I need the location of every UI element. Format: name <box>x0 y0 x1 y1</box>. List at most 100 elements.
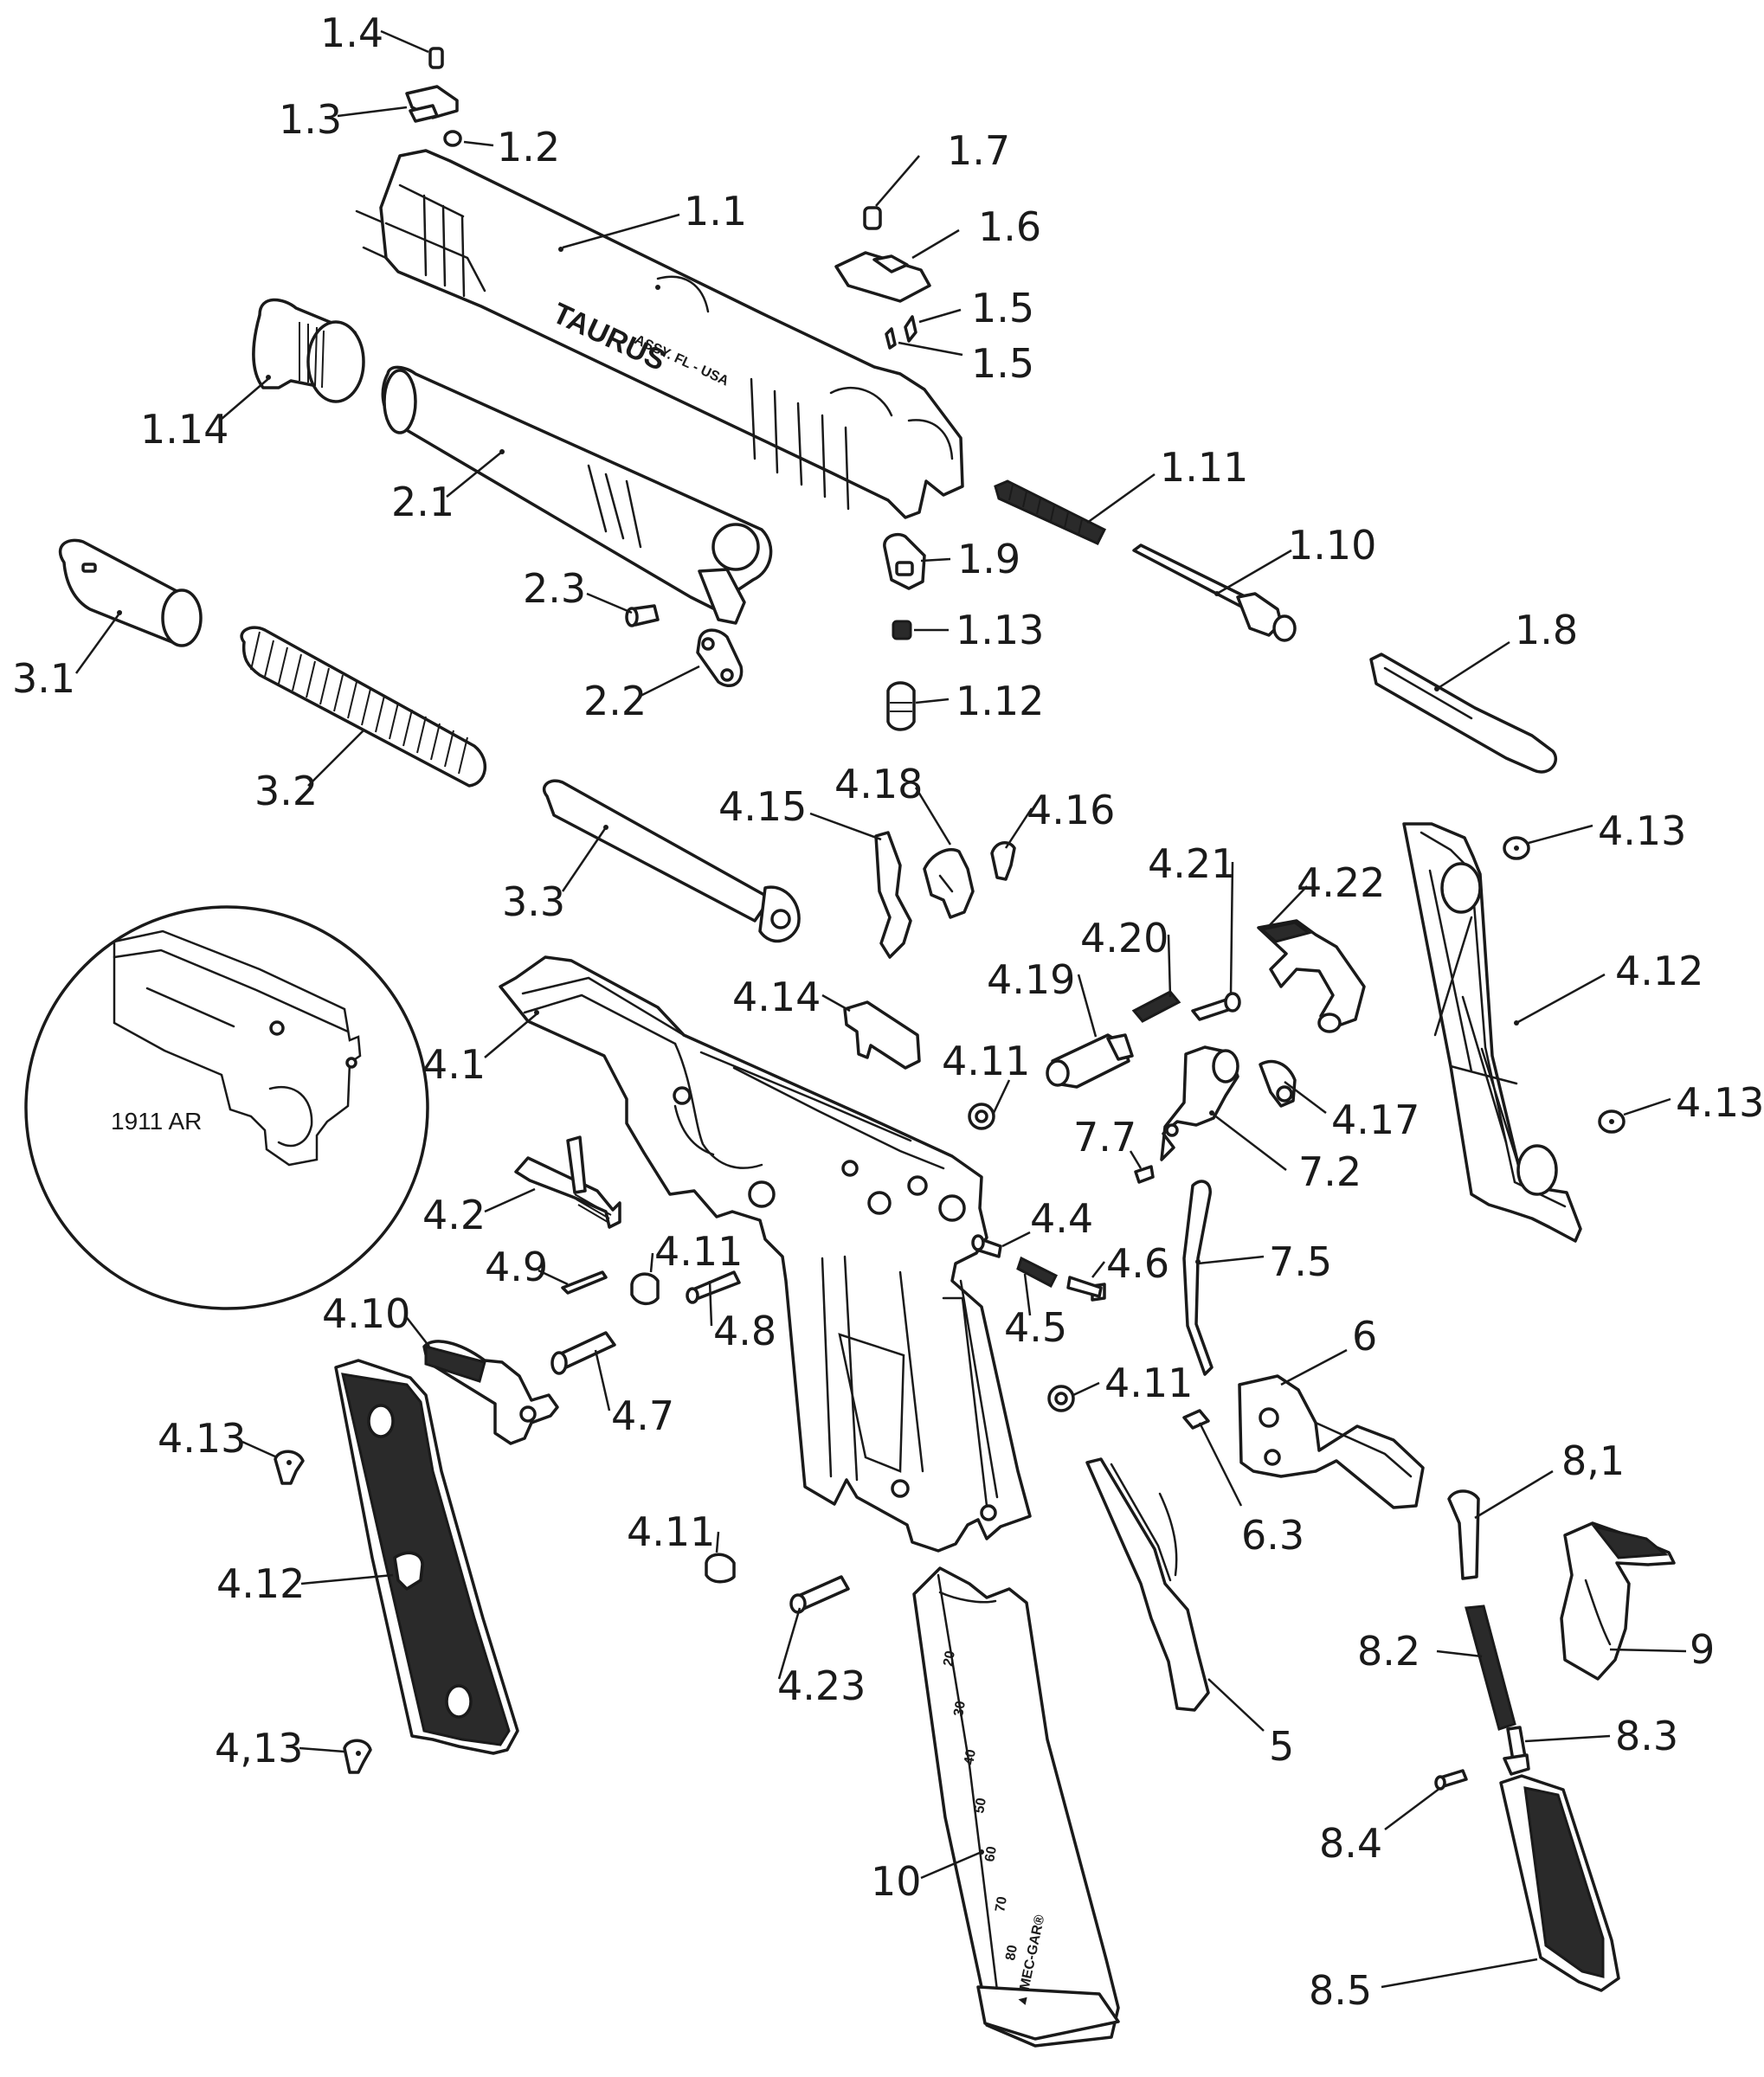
pin-4-6 <box>1066 1261 1106 1302</box>
callout-1-8: 1.8 <box>1515 607 1578 653</box>
pin-4-9 <box>538 1269 608 1295</box>
callout-4-11-lower: 4.11 <box>627 1508 715 1555</box>
magazine-witness-60: 60 <box>982 1845 1000 1863</box>
grip-panel-right-4-12 <box>1402 822 1606 1243</box>
firing-pin-1-10 <box>1132 543 1297 642</box>
callout-4-12-left: 4.12 <box>216 1560 305 1607</box>
callout-1-13: 1.13 <box>956 607 1044 653</box>
callout-4-12-right: 4.12 <box>1615 948 1703 994</box>
magazine-witness-20: 20 <box>941 1649 958 1668</box>
plunger-1-12 <box>886 681 950 731</box>
callout-1-12: 1.12 <box>956 678 1044 724</box>
magazine-witness-70: 70 <box>993 1895 1010 1913</box>
callout-4-11-right: 4.11 <box>1104 1360 1193 1406</box>
sear-4-18 <box>914 787 975 919</box>
plunger-4-11-upper <box>968 1079 1011 1130</box>
callout-4-9: 4.9 <box>485 1244 548 1290</box>
recoil-spring-3-2 <box>240 626 487 788</box>
callout-4-23: 4.23 <box>777 1662 866 1709</box>
callout-5: 5 <box>1269 1723 1294 1770</box>
callout-1-6: 1.6 <box>978 203 1041 250</box>
callout-1-1: 1.1 <box>684 188 747 235</box>
rear-sight-1-3 <box>337 85 459 123</box>
callout-4-1: 4.1 <box>422 1041 486 1088</box>
callout-4-18: 4.18 <box>834 761 923 807</box>
callout-2-3: 2.3 <box>523 565 586 612</box>
callout-6-3: 6.3 <box>1241 1512 1304 1559</box>
recoil-plug-3-1 <box>58 538 203 674</box>
callout-labels: 1.4 1.3 1.2 1.1 1.7 1.6 1.5 1.5 1.14 2.1… <box>12 10 1764 2014</box>
plunger-4-11-lower <box>705 1531 736 1584</box>
pin-4-7 <box>550 1331 616 1411</box>
callout-4-16: 4.16 <box>1027 787 1115 833</box>
inset-caption: 1911 AR <box>111 1108 202 1135</box>
callout-4-17: 4.17 <box>1331 1096 1420 1143</box>
callout-3-2: 3.2 <box>254 768 318 814</box>
grip-safety-9 <box>1560 1521 1687 1681</box>
callout-9: 9 <box>1690 1626 1715 1673</box>
callout-4-13-left: 4.13 <box>158 1415 246 1462</box>
callout-8-4: 8.4 <box>1319 1820 1382 1867</box>
plunger-tube-4-19 <box>1046 974 1134 1089</box>
callout-8-1: 8,1 <box>1561 1437 1625 1484</box>
magazine-witness-30: 30 <box>951 1700 969 1718</box>
callout-1-9: 1.9 <box>957 536 1020 582</box>
grip-safety-pin-4-21 <box>1191 861 1241 1021</box>
callout-3-3: 3.3 <box>502 878 565 925</box>
callout-4-14: 4.14 <box>732 974 821 1020</box>
grip-screw-4-13-lower-right <box>1598 1097 1671 1134</box>
front-sight-pin-1-4 <box>380 29 444 69</box>
barrel-2-1 <box>381 365 773 625</box>
callout-4-19: 4.19 <box>987 956 1075 1003</box>
callout-7-5: 7.5 <box>1269 1238 1332 1285</box>
rear-sight-pin-1-7 <box>863 155 920 230</box>
magazine-witness-80: 80 <box>1003 1944 1020 1962</box>
hammer-strut-4-22 <box>1257 885 1366 1033</box>
callout-4-10: 4.10 <box>322 1290 410 1337</box>
sear-spring-4-16 <box>990 807 1033 881</box>
housing-pin-8-4 <box>1384 1769 1468 1830</box>
thumb-safety-4-10 <box>404 1315 559 1445</box>
magazine-witness-50: 50 <box>972 1797 989 1815</box>
callout-3-1: 3.1 <box>12 655 75 702</box>
callout-4-22: 4.22 <box>1297 859 1385 906</box>
callout-1-14: 1.14 <box>140 406 229 453</box>
callout-4-13-upper: 4.13 <box>1598 807 1686 854</box>
callout-8-2: 8.2 <box>1357 1628 1420 1675</box>
callout-7-7: 7.7 <box>1073 1114 1136 1161</box>
hammer-7-2 <box>1160 1045 1287 1171</box>
plunger-4-11-mid <box>630 1252 660 1306</box>
callout-2-1: 2.1 <box>391 479 454 525</box>
plunger-4-4 <box>971 1231 1031 1258</box>
housing-pin-6-3 <box>1182 1409 1243 1507</box>
firing-pin-spring-1-13 <box>892 620 949 640</box>
firing-pin-stop-1-9 <box>883 532 951 590</box>
barrel-link-2-2 <box>640 628 744 698</box>
callout-4-6: 4.6 <box>1106 1240 1169 1287</box>
link-pin-2-3 <box>586 592 660 627</box>
callout-1-5-upper: 1.5 <box>971 285 1034 331</box>
sear-spring-5 <box>1085 1457 1265 1732</box>
grip-panel-left-4-12 <box>300 1359 519 1755</box>
guide-rod-3-3 <box>542 779 801 943</box>
sight-spring-1-5 <box>885 308 963 357</box>
callout-4-15: 4.15 <box>718 783 807 830</box>
spring-4-5 <box>1016 1256 1059 1316</box>
callout-10: 10 <box>871 1858 922 1905</box>
callout-6: 6 <box>1352 1313 1377 1360</box>
callout-1-7: 1.7 <box>947 127 1010 174</box>
callout-1-2: 1.2 <box>497 124 560 170</box>
grip-screw-4-13-bottom-left <box>299 1739 372 1774</box>
disconnector-4-15 <box>809 812 912 959</box>
magazine-10: 20 30 40 50 60 70 80 ▲ MEC-GAR® <box>912 1566 1120 2048</box>
callout-8-5: 8.5 <box>1309 1967 1372 2014</box>
slide-1-1: TAURUS ASSY. FL - USA <box>355 149 964 519</box>
mainspring-cap-8-1 <box>1447 1469 1554 1580</box>
callout-1-10: 1.10 <box>1288 522 1376 569</box>
mainspring-8-2 <box>1436 1604 1516 1731</box>
pin-4-8 <box>686 1270 741 1327</box>
callout-1-11: 1.11 <box>1160 444 1248 491</box>
barrel-bushing-1-14 <box>221 298 365 420</box>
sight-screw-1-2 <box>443 130 494 147</box>
